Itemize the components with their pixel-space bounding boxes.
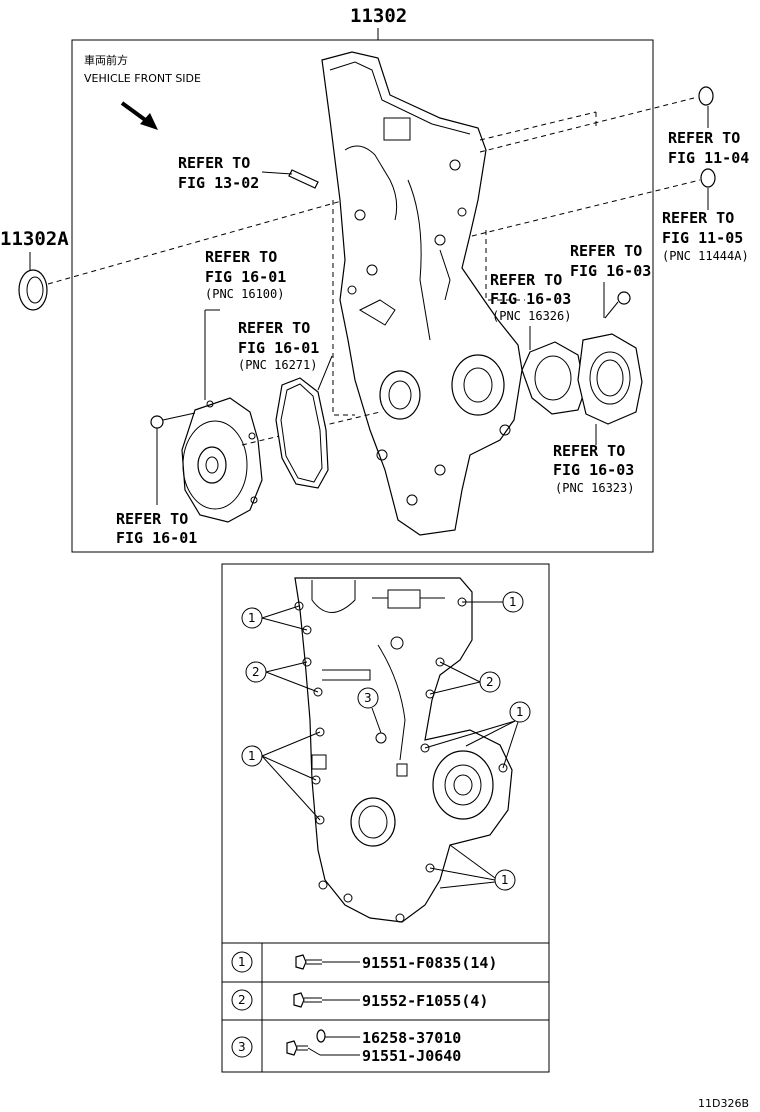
svg-text:(PNC 16271): (PNC 16271) — [238, 358, 317, 372]
bolt-marker-2-left[interactable]: 2 — [245, 661, 319, 693]
callout-fig-16-03-pnc16326[interactable]: REFER TO FIG 16-03 (PNC 16326) — [490, 271, 571, 323]
front-side-en: VEHICLE FRONT SIDE — [84, 72, 201, 85]
part-number: 16258-37010 — [362, 1029, 461, 1047]
legend-row-2[interactable]: 2 91552-F1055(4) — [231, 989, 488, 1011]
callout-fig-11-04[interactable]: REFER TO FIG 11-04 — [668, 129, 749, 167]
main-part-number[interactable]: 11302 — [350, 5, 407, 27]
inlet-bolt — [604, 291, 631, 319]
svg-text:FIG 11-05: FIG 11-05 — [662, 229, 743, 247]
svg-text:FIG 16-01: FIG 16-01 — [116, 529, 197, 547]
callout-fig-16-03-bolt[interactable]: REFER TO FIG 16-03 — [570, 242, 651, 280]
bolt-marker-2-right[interactable]: 2 — [429, 661, 501, 695]
callout-fig-16-01-pnc16100[interactable]: REFER TO FIG 16-01 (PNC 16100) — [205, 248, 286, 301]
cover-front-view — [294, 577, 513, 923]
bolt-icon — [286, 1040, 308, 1056]
svg-text:(PNC 11444A): (PNC 11444A) — [662, 249, 749, 263]
svg-text:3: 3 — [364, 691, 372, 705]
callout-fig-13-02[interactable]: REFER TO FIG 13-02 — [178, 154, 259, 192]
callout-fig-11-05[interactable]: REFER TO FIG 11-05 (PNC 11444A) — [662, 209, 749, 263]
svg-text:1: 1 — [238, 955, 246, 969]
svg-text:REFER TO: REFER TO — [116, 510, 188, 528]
svg-text:2: 2 — [238, 993, 246, 1007]
svg-text:1: 1 — [516, 705, 524, 719]
callout-fig-16-01-bolt[interactable]: REFER TO FIG 16-01 — [116, 510, 197, 547]
svg-text:(PNC 16100): (PNC 16100) — [205, 287, 284, 301]
svg-text:REFER TO: REFER TO — [490, 271, 562, 289]
bolt-icon — [295, 954, 322, 970]
svg-text:FIG 16-03: FIG 16-03 — [553, 461, 634, 479]
bolt-marker-1-mid-right[interactable]: 1 — [424, 701, 531, 769]
legend-row-1[interactable]: 1 91551-F0835(14) — [231, 951, 497, 973]
svg-text:1: 1 — [501, 873, 509, 887]
main-frame — [71, 39, 654, 553]
water-inlet-housing — [577, 333, 643, 425]
legend-row-3[interactable]: 3 16258-37010 91551-J0640 — [231, 1029, 461, 1065]
oil-seal — [18, 269, 48, 311]
stud-bolt — [288, 169, 319, 189]
bolt-marker-3[interactable]: 3 — [357, 687, 382, 734]
front-direction-arrow-icon — [120, 101, 158, 130]
svg-text:REFER TO: REFER TO — [178, 154, 250, 172]
o-ring-1104 — [698, 86, 714, 106]
bolt-icon — [293, 992, 322, 1008]
svg-text:FIG 16-01: FIG 16-01 — [205, 268, 286, 286]
part-number: 91552-F1055(4) — [362, 992, 488, 1010]
timing-chain-cover — [321, 51, 523, 536]
svg-text:2: 2 — [252, 665, 260, 679]
water-pump — [181, 397, 263, 523]
svg-text:FIG 11-04: FIG 11-04 — [668, 149, 749, 167]
front-side-jp: 車両前方 — [84, 53, 128, 67]
svg-text:1: 1 — [509, 595, 517, 609]
callout-fig-16-01-pnc16271[interactable]: REFER TO FIG 16-01 (PNC 16271) — [238, 319, 319, 372]
svg-text:REFER TO: REFER TO — [553, 442, 625, 460]
svg-text:1: 1 — [248, 749, 256, 763]
svg-text:REFER TO: REFER TO — [205, 248, 277, 266]
water-pump-bolt — [150, 412, 196, 429]
seal-part-number[interactable]: 11302A — [0, 228, 69, 250]
bolt-marker-1-top-left[interactable]: 1 — [241, 605, 308, 631]
bolt-legend-table — [222, 942, 549, 1072]
svg-text:REFER TO: REFER TO — [668, 129, 740, 147]
inlet-gasket — [521, 341, 586, 415]
part-number: 91551-F0835(14) — [362, 954, 497, 972]
drawing-code: 11D326B — [698, 1097, 749, 1110]
svg-text:FIG 13-02: FIG 13-02 — [178, 174, 259, 192]
bolt-marker-1-top-right[interactable]: 1 — [462, 591, 524, 613]
svg-text:1: 1 — [248, 611, 256, 625]
water-pump-gasket — [275, 377, 329, 489]
svg-text:FIG 16-01: FIG 16-01 — [238, 339, 319, 357]
bolt-location-frame — [221, 563, 550, 1073]
svg-text:3: 3 — [238, 1040, 246, 1054]
svg-text:(PNC 16326): (PNC 16326) — [492, 309, 571, 323]
callout-fig-16-03-pnc16323[interactable]: REFER TO FIG 16-03 (PNC 16323) — [553, 442, 634, 495]
o-ring-1105 — [700, 168, 716, 188]
svg-text:2: 2 — [486, 675, 494, 689]
svg-text:REFER TO: REFER TO — [662, 209, 734, 227]
svg-text:FIG 16-03: FIG 16-03 — [570, 262, 651, 280]
bolt-marker-1-bottom-right[interactable]: 1 — [429, 844, 516, 891]
part-number: 91551-J0640 — [362, 1047, 461, 1065]
washer-icon — [316, 1029, 326, 1043]
svg-text:(PNC 16323): (PNC 16323) — [555, 481, 634, 495]
svg-text:REFER TO: REFER TO — [570, 242, 642, 260]
bolt-marker-1-mid-left[interactable]: 1 — [241, 731, 321, 821]
svg-text:FIG 16-03: FIG 16-03 — [490, 290, 571, 308]
svg-text:REFER TO: REFER TO — [238, 319, 310, 337]
